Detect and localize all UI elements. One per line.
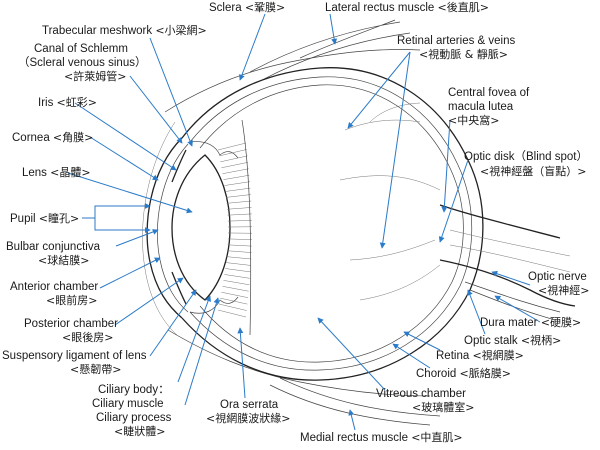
label-conjunctiva: Bulbar conjunctiva bbox=[6, 241, 101, 253]
label-optic-nerve-zh: <視神經> bbox=[538, 283, 589, 297]
leader-cornea bbox=[90, 137, 158, 180]
ligament-fibre bbox=[226, 263, 251, 266]
label-posterior-chamber: Posterior chamber bbox=[24, 318, 118, 330]
label-retinal-vessels: Retinal arteries & veins bbox=[397, 35, 515, 47]
optic-nerve-upper bbox=[440, 205, 560, 238]
label-ora: Ora serrata bbox=[220, 399, 279, 411]
label-retina: Retina <視網膜> bbox=[436, 348, 524, 362]
ligament-fibre bbox=[228, 220, 252, 221]
leader-optic-nerve bbox=[492, 272, 530, 285]
ligament-fibre bbox=[225, 188, 250, 191]
ligament-fibre bbox=[221, 162, 248, 167]
ora-serrata-line bbox=[242, 120, 251, 335]
leader-medial-rectus bbox=[350, 410, 355, 430]
label-schlemm-zh: <許萊姆管> bbox=[64, 69, 126, 83]
ligament-fibre bbox=[218, 143, 246, 150]
ligament-fibre bbox=[223, 175, 249, 179]
ciliary-body-upper bbox=[190, 142, 238, 158]
label-pupil: Pupil <瞳孔> bbox=[10, 211, 79, 225]
label-ciliary-3: Ciliary process bbox=[96, 412, 172, 424]
leader-retina bbox=[404, 332, 440, 350]
label-ciliary-zh: <睫狀體> bbox=[114, 424, 165, 438]
ligament-fibre bbox=[222, 169, 248, 174]
label-fovea-2: macula lutea bbox=[448, 101, 514, 113]
retina-layer bbox=[200, 85, 463, 362]
label-ora-zh: <視網膜波狀緣> bbox=[206, 411, 290, 425]
ligament-fibre bbox=[220, 298, 247, 304]
label-optic-nerve: Optic nerve bbox=[528, 271, 587, 283]
label-suspensory: Suspensory ligament of lens bbox=[2, 350, 147, 362]
label-choroid: Choroid <脈絡膜> bbox=[416, 366, 511, 380]
cornea-inner bbox=[157, 144, 188, 312]
ligament-fibre bbox=[221, 292, 248, 297]
optic-nerve-lower bbox=[440, 260, 575, 306]
label-ciliary-2: Ciliary muscle bbox=[92, 398, 164, 410]
leader-pupil-b bbox=[95, 218, 150, 230]
leader-anterior-chamber bbox=[100, 258, 160, 288]
ligament-fibre bbox=[219, 304, 247, 310]
retinal-vessels bbox=[340, 103, 440, 300]
ligament-fibre bbox=[223, 280, 249, 284]
label-ciliary-1: Ciliary body： bbox=[98, 384, 170, 396]
leader-suspensory bbox=[150, 290, 196, 356]
leader-choroid bbox=[393, 344, 430, 368]
label-fovea-1: Central fovea of bbox=[448, 87, 530, 99]
label-medial-rectus: Medial rectus muscle <中直肌> bbox=[300, 430, 463, 444]
ligament-fibre bbox=[222, 286, 248, 291]
label-fovea-zh: <中央窩> bbox=[448, 113, 499, 127]
ligament-fibre bbox=[227, 207, 251, 209]
choroid-layer bbox=[190, 77, 472, 370]
label-cornea: Cornea <角膜> bbox=[12, 131, 93, 144]
label-vitreous: Vitreous chamber bbox=[376, 388, 466, 400]
label-optic-disk-zh: <視神經盤（盲點）> bbox=[480, 164, 586, 178]
ligament-fibre bbox=[228, 245, 252, 246]
leader-pupil-a bbox=[82, 206, 150, 218]
label-lateral-rectus: Lateral rectus muscle <後直肌> bbox=[325, 0, 489, 14]
label-dura: Dura mater <硬膜> bbox=[480, 316, 581, 329]
ligament-fibre bbox=[224, 274, 249, 278]
suspensory-ligament-fibres bbox=[218, 143, 252, 317]
lens-outline bbox=[172, 155, 230, 300]
label-suspensory-zh: <懸韌帶> bbox=[70, 362, 121, 376]
iris-upper bbox=[172, 150, 186, 182]
label-retinal-vessels-zh: <視動脈 & 靜脈> bbox=[419, 47, 508, 61]
ligament-fibre bbox=[228, 239, 252, 240]
leader-optic-disk bbox=[440, 160, 468, 242]
leader-sclera bbox=[240, 14, 265, 80]
conjunctiva-outline bbox=[142, 122, 178, 336]
ligament-fibre bbox=[226, 195, 251, 198]
label-schlemm-2: （Scleral venous sinus） bbox=[18, 56, 146, 69]
ligament-fibre bbox=[228, 214, 252, 215]
leader-conjunctiva bbox=[116, 230, 158, 246]
label-optic-stalk: Optic stalk <視柄> bbox=[464, 333, 561, 347]
ligament-fibre bbox=[227, 257, 252, 259]
label-optic-disk: Optic disk（Blind spot） bbox=[464, 150, 588, 163]
ligament-fibre bbox=[227, 251, 251, 253]
ligament-fibre bbox=[218, 310, 246, 317]
leader-ciliary-b bbox=[185, 298, 218, 405]
ligament-fibre bbox=[224, 182, 249, 186]
label-conjunctiva-zh: <球結膜> bbox=[38, 253, 89, 267]
label-schlemm-1: Canal of Schlemm bbox=[34, 43, 128, 55]
label-sclera: Sclera <鞏膜> bbox=[209, 1, 285, 14]
leader-posterior-chamber bbox=[115, 278, 183, 325]
ligament-fibre bbox=[220, 156, 247, 162]
label-trabecular: Trabecular meshwork <小梁網> bbox=[42, 23, 207, 37]
leader-trabecular bbox=[150, 38, 192, 146]
eyeball-drawing bbox=[142, 20, 575, 425]
label-lens: Lens <晶體> bbox=[22, 166, 91, 179]
label-posterior-chamber-zh: <眼後房> bbox=[62, 330, 113, 344]
label-anterior-chamber-zh: <眼前房> bbox=[46, 293, 97, 307]
label-iris: Iris <虹彩> bbox=[38, 96, 97, 109]
label-anterior-chamber: Anterior chamber bbox=[10, 281, 98, 293]
ligament-fibre bbox=[225, 269, 250, 272]
leader-lateral-rectus bbox=[330, 14, 335, 44]
leader-schlemm bbox=[130, 76, 182, 143]
label-vitreous-zh: <玻璃體室> bbox=[412, 400, 474, 414]
ligament-fibre bbox=[227, 201, 252, 203]
